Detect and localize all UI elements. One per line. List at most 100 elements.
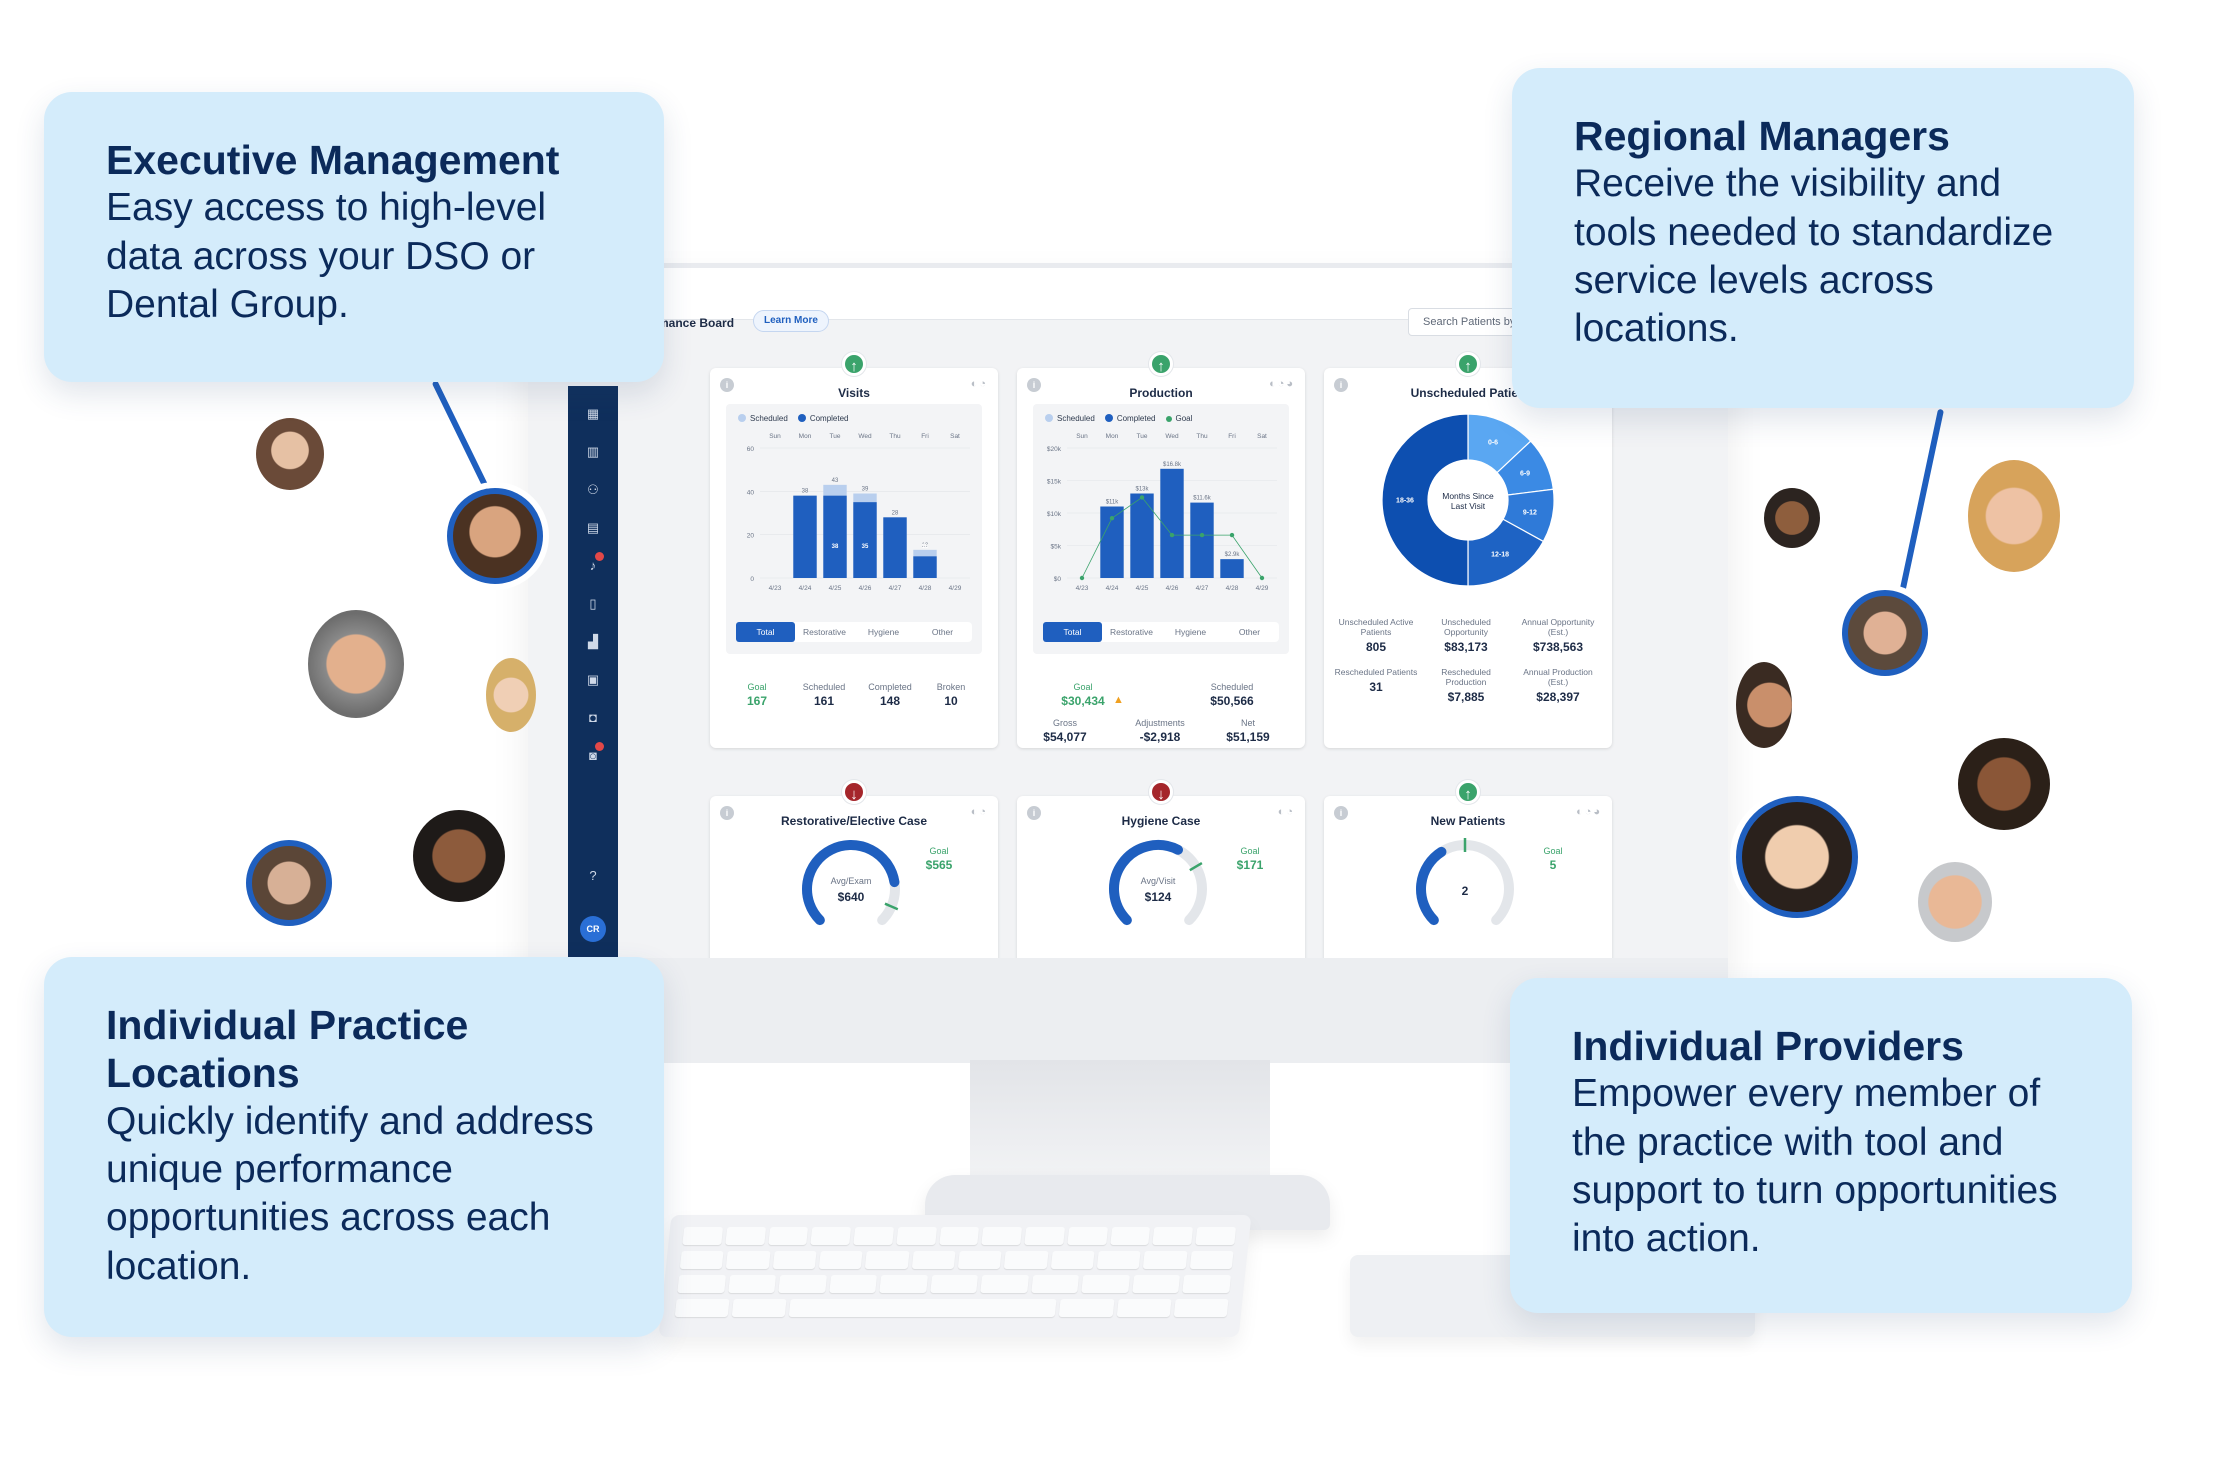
card-tools-icon[interactable]: ◐◔ bbox=[970, 806, 988, 818]
x-tick-label: 4/23 bbox=[769, 585, 782, 592]
card-tools-icon[interactable]: ◐◔◕ bbox=[1269, 378, 1295, 390]
x-tick-label: 4/26 bbox=[859, 585, 872, 592]
card-tools-icon[interactable]: ◐◔ bbox=[1277, 806, 1295, 818]
slice-label: 0-6 bbox=[1488, 440, 1498, 447]
user-avatar[interactable]: CR bbox=[580, 916, 606, 942]
keyboard bbox=[658, 1215, 1252, 1337]
restorative-card: i ◐◔ Restorative/Elective Case Avg/Exam … bbox=[710, 796, 998, 958]
tab-hygiene[interactable]: Hygiene bbox=[1174, 627, 1207, 637]
tab-restorative[interactable]: Restorative bbox=[1110, 627, 1153, 637]
info-icon[interactable]: i bbox=[1334, 806, 1348, 820]
tab-other[interactable]: Other bbox=[1238, 627, 1261, 637]
completed-bar bbox=[823, 495, 847, 578]
grid-icon[interactable]: ▦ bbox=[586, 406, 600, 421]
tab-hygiene[interactable]: Hygiene bbox=[867, 627, 900, 637]
day-label: Thu bbox=[1196, 433, 1208, 440]
tab-restorative[interactable]: Restorative bbox=[803, 627, 846, 637]
learn-more-button[interactable]: Learn More bbox=[753, 310, 829, 332]
info-icon[interactable]: i bbox=[720, 378, 734, 392]
arrow-up-icon: ↑ bbox=[1456, 352, 1480, 376]
bar-inner-label: 10 bbox=[922, 544, 929, 550]
y-tick-label: $20k bbox=[1047, 446, 1062, 453]
goal-point bbox=[1079, 575, 1085, 581]
x-tick-label: 4/27 bbox=[889, 585, 902, 592]
callout-title: Regional Managers bbox=[1574, 113, 1950, 159]
info-icon[interactable]: i bbox=[720, 806, 734, 820]
document-icon[interactable]: ▯ bbox=[589, 596, 597, 611]
visits-legend: Scheduled Completed bbox=[738, 414, 849, 423]
hygiene-goal-stat: Goal$171 bbox=[1236, 846, 1264, 873]
callout-regional: Regional Managers Receive the visibility… bbox=[1512, 68, 2134, 408]
gauge-value: $124 bbox=[1144, 890, 1172, 904]
tab-total[interactable]: Total bbox=[1043, 622, 1102, 642]
goal-point bbox=[1169, 532, 1175, 538]
goal-point bbox=[1139, 495, 1145, 500]
day-label: Sat bbox=[950, 433, 960, 440]
unscheduled-opportunity-stat: Unscheduled Opportunity$83,173 bbox=[1441, 617, 1491, 654]
production-title: Production bbox=[1129, 386, 1193, 400]
arrow-up-icon: ↑ bbox=[842, 352, 866, 376]
tab-total[interactable]: Total bbox=[736, 622, 795, 642]
users-icon[interactable]: ⚇ bbox=[587, 482, 599, 497]
y-tick-label: 60 bbox=[747, 446, 755, 453]
y-tick-label: $5k bbox=[1051, 544, 1062, 551]
production-adjustments-stat: Adjustments-$2,918 bbox=[1135, 718, 1185, 745]
y-tick-label: $10k bbox=[1047, 511, 1062, 518]
x-tick-label: 4/28 bbox=[919, 585, 932, 592]
arrow-up-icon: ↑ bbox=[1456, 780, 1480, 804]
connector-line bbox=[1899, 408, 1944, 591]
legend-goal: Goal bbox=[1165, 414, 1192, 423]
completed-bar bbox=[793, 495, 817, 578]
hygiene-gauge bbox=[1109, 840, 1207, 926]
completed-bar bbox=[853, 502, 877, 578]
x-tick-label: 4/29 bbox=[949, 585, 962, 592]
goal-point bbox=[1259, 575, 1265, 581]
bar-value-label: 38 bbox=[802, 489, 809, 495]
hygiene-card: i ◐◔ Hygiene Case Avg/Visit $124 Goal$17… bbox=[1017, 796, 1305, 958]
bar-value-label: 43 bbox=[832, 478, 839, 484]
callout-practice: Individual Practice Locations Quickly id… bbox=[44, 957, 664, 1337]
bell-icon[interactable]: ♪ bbox=[589, 558, 597, 573]
bar-inner-label: 38 bbox=[832, 544, 839, 550]
info-icon[interactable]: i bbox=[1027, 806, 1041, 820]
arrow-down-icon: ↓ bbox=[842, 780, 866, 804]
goal-point bbox=[1199, 532, 1205, 538]
help-icon[interactable]: ? bbox=[589, 868, 597, 883]
day-label: Fri bbox=[1228, 433, 1236, 440]
day-label: Tue bbox=[1137, 433, 1148, 440]
production-card: i ◐◔◕ Production Scheduled Completed Goa… bbox=[1017, 368, 1305, 748]
person-avatar bbox=[1736, 796, 1858, 918]
message-icon[interactable]: ◙ bbox=[589, 748, 597, 763]
info-icon[interactable]: i bbox=[1334, 378, 1348, 392]
card-tools-icon[interactable]: ◐◔◕ bbox=[1576, 806, 1602, 818]
alert-icon[interactable]: ◘ bbox=[589, 710, 597, 725]
card-tools-icon[interactable]: ◐◔ bbox=[970, 378, 988, 390]
day-label: Tue bbox=[830, 433, 841, 440]
info-icon[interactable]: i bbox=[1027, 378, 1041, 392]
calendar-check-icon[interactable]: ▣ bbox=[586, 672, 600, 687]
person-avatar bbox=[1958, 738, 2050, 830]
callout-body: Quickly identify and address unique perf… bbox=[106, 1099, 594, 1288]
dashboard-screen: mance Board Learn More Search Patients b… bbox=[528, 268, 1728, 958]
gauge-fill bbox=[802, 840, 900, 926]
day-label: Sat bbox=[1257, 433, 1267, 440]
tab-other[interactable]: Other bbox=[931, 627, 954, 637]
connector-line bbox=[431, 380, 490, 491]
production-chart-panel: Scheduled Completed Goal $0$5k$10k$15k$2… bbox=[1033, 404, 1289, 654]
x-tick-label: 4/25 bbox=[829, 585, 842, 592]
chart-icon[interactable]: ▟ bbox=[588, 634, 598, 649]
arrow-up-icon: ↑ bbox=[1149, 352, 1173, 376]
building-icon[interactable]: ▥ bbox=[586, 444, 600, 459]
calendar-icon[interactable]: ▤ bbox=[586, 520, 600, 535]
gauge-value: $640 bbox=[837, 890, 865, 904]
restorative-gauge bbox=[802, 840, 900, 926]
bar-value-label: $16.8k bbox=[1163, 462, 1182, 468]
day-label: Mon bbox=[1106, 433, 1119, 440]
